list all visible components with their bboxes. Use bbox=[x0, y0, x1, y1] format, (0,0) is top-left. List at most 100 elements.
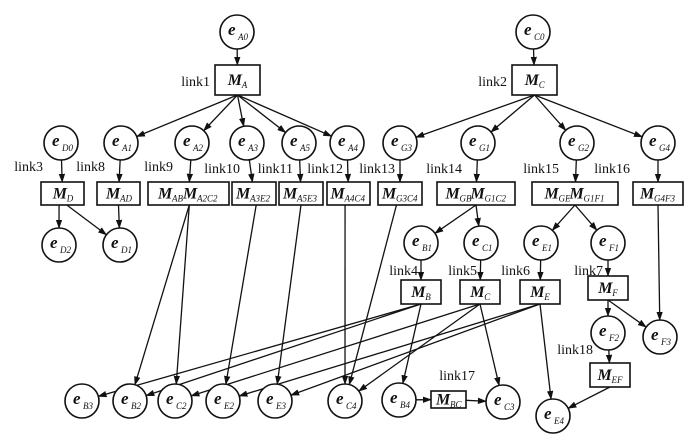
edge-MA5E3-to-eE3 bbox=[275, 204, 302, 386]
node-label-subscript: A2 bbox=[192, 143, 203, 153]
node-label: e bbox=[532, 231, 540, 250]
edge-MG3C4-to-eC4 bbox=[348, 204, 398, 386]
edge-eA1-to-MAD bbox=[116, 159, 123, 183]
node-label-subscript: C2 bbox=[176, 401, 187, 411]
edge-MB-to-eB2 bbox=[145, 303, 422, 397]
box-label-subscript: GB bbox=[460, 194, 472, 204]
node-label: e bbox=[649, 131, 657, 150]
node-box-shape bbox=[96, 181, 141, 206]
link-label-link9: link9 bbox=[144, 160, 173, 175]
node-box-shape bbox=[459, 279, 501, 305]
box-label: M bbox=[157, 186, 173, 203]
edge-MA3E2-to-eE2 bbox=[224, 204, 257, 386]
node-label-subscript: B2 bbox=[131, 401, 141, 411]
node-label-subscript: B4 bbox=[400, 400, 410, 410]
box-label-subscript: A3E2 bbox=[249, 194, 270, 204]
edge-ME-to-eE4 bbox=[539, 303, 554, 401]
edge-MC-to-eC2 bbox=[190, 303, 481, 397]
node-circle-shape bbox=[327, 383, 363, 419]
box-label-subscript: F bbox=[611, 288, 618, 298]
link-label-link13: link13 bbox=[359, 162, 395, 177]
node-circle-shape bbox=[640, 125, 676, 161]
node-label-subscript: G1 bbox=[479, 143, 490, 153]
node-label-subscript: E1 bbox=[541, 243, 552, 253]
node-label-subscript: F2 bbox=[608, 333, 619, 343]
edge-MB-to-eB3 bbox=[97, 303, 422, 398]
box-label: M bbox=[381, 186, 397, 203]
box-label: M bbox=[227, 72, 243, 89]
box-label-subscript: A4C4 bbox=[344, 194, 366, 204]
node-label: e bbox=[390, 388, 398, 407]
link-label-link7: link7 bbox=[574, 264, 603, 279]
box-label-subscript: EF bbox=[611, 375, 623, 385]
edge-eA3-to-MA3E2 bbox=[248, 159, 255, 183]
node-label: e bbox=[121, 389, 129, 408]
node-circle-shape bbox=[535, 398, 571, 434]
node-box-shape bbox=[632, 181, 684, 206]
link-label-link12: link12 bbox=[307, 162, 343, 177]
node-circle-shape bbox=[515, 14, 551, 50]
link-label-link8: link8 bbox=[76, 160, 105, 175]
link-label-link5: link5 bbox=[448, 264, 477, 279]
node-label-subscript: C0 bbox=[534, 32, 545, 42]
box-label: M bbox=[544, 186, 560, 203]
box-label-subscript: A5E3 bbox=[296, 194, 317, 204]
node-label: e bbox=[599, 231, 607, 250]
node-label-subscript: G3 bbox=[401, 143, 412, 153]
link-label-link3: link3 bbox=[14, 160, 43, 175]
edge-eD0-to-MD bbox=[58, 159, 66, 183]
edge-MAD-to-eD1 bbox=[115, 204, 123, 229]
node-label-subscript: F3 bbox=[660, 337, 671, 347]
edge-MBC-to-eC3 bbox=[465, 397, 487, 405]
node-label: e bbox=[111, 233, 119, 252]
node-label-subscript: C1 bbox=[482, 243, 493, 253]
edge-MG4F3-to-eF3 bbox=[656, 204, 663, 321]
box-label: M bbox=[597, 280, 613, 297]
node-label: e bbox=[568, 131, 576, 150]
box-label-subscript: G3C4 bbox=[396, 194, 418, 204]
box-label-subscript: D bbox=[66, 194, 74, 204]
node-circle-shape bbox=[329, 125, 365, 161]
node-circle-shape bbox=[381, 382, 417, 418]
node-circle-shape bbox=[229, 125, 265, 161]
node-label: e bbox=[112, 131, 120, 150]
box-label-subscript: G4F3 bbox=[654, 194, 675, 204]
node-label: e bbox=[524, 20, 532, 39]
link-label-link18: link18 bbox=[557, 343, 593, 358]
node-label-subscript: A5 bbox=[299, 143, 310, 153]
edge-MGE_MG1F1-to-eE1 bbox=[551, 204, 576, 232]
node-circle-shape bbox=[41, 227, 77, 263]
node-label-subscript: G4 bbox=[659, 143, 670, 153]
node-box-shape bbox=[587, 275, 629, 301]
node-label: e bbox=[238, 131, 246, 150]
node-label: e bbox=[166, 389, 174, 408]
edge-MAB_MA2C2-to-eC2 bbox=[173, 204, 190, 385]
node-box-shape bbox=[589, 362, 631, 388]
node-box-shape bbox=[214, 64, 261, 96]
node-circle-shape bbox=[559, 125, 595, 161]
node-label: e bbox=[651, 325, 659, 344]
node-box-shape bbox=[40, 181, 85, 206]
edge-MA-to-eA3 bbox=[236, 94, 246, 128]
